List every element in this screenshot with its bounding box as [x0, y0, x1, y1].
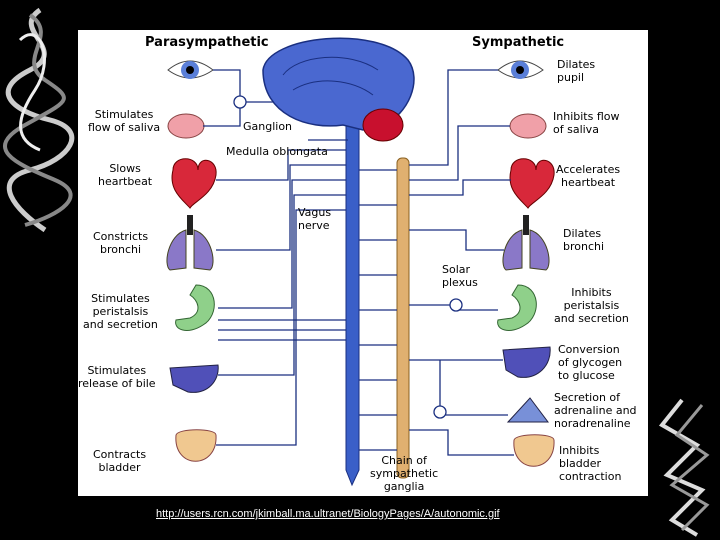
bladder-icon-left: [175, 429, 217, 462]
right-effect-pupil: Dilates pupil: [557, 58, 596, 84]
heart-icon-left: [171, 158, 217, 209]
medulla-oblongata-label: Medulla oblongata: [226, 145, 328, 158]
parasympathetic-nerves: [203, 69, 348, 446]
right-effect-bladder: Inhibits bladder contraction: [559, 444, 622, 483]
stomach-icon-right: [497, 284, 537, 331]
source-url-link[interactable]: http://users.rcn.com/jkimball.ma.ultrane…: [156, 508, 500, 520]
left-effect-bile: Stimulates release of bile: [78, 364, 156, 390]
right-effect-heartbeat: Accelerates heartbeat: [556, 163, 621, 189]
lungs-icon-right: [502, 215, 550, 271]
spinal-cord-icon: [345, 119, 360, 487]
sympathetic-chain-icon: [396, 157, 410, 479]
right-effect-adrenaline: Secretion of adrenaline and noradrenalin…: [554, 391, 637, 430]
liver-icon-right: [502, 346, 551, 378]
right-effect-glycogen: Conversion of glycogen to glucose: [558, 343, 623, 382]
left-effect-saliva: Stimulates flow of saliva: [88, 108, 161, 134]
dna-decoration-left: [3, 7, 75, 233]
left-effect-heartbeat: Slows heartbeat: [98, 162, 153, 188]
eye-icon-right: [497, 60, 544, 79]
bladder-icon-right: [513, 434, 555, 467]
parasympathetic-header: Parasympathetic: [145, 35, 269, 50]
sympathetic-header: Sympathetic: [472, 35, 565, 50]
lungs-icon-left: [166, 215, 214, 271]
eye-icon-left: [167, 60, 214, 79]
right-effect-peristalsis: Inhibits peristalsis and secretion: [554, 286, 629, 325]
adrenal-gland-icon: [506, 397, 549, 423]
heart-icon-right: [509, 158, 555, 209]
right-effect-saliva: Inhibits flow of saliva: [553, 110, 620, 136]
autonomic-nervous-system-diagram: Parasympathetic Sympathetic Ganglion Med…: [78, 30, 648, 496]
stomach-icon-left: [175, 284, 215, 331]
brain-icon: [262, 37, 415, 142]
dna-decoration-right: [658, 398, 710, 537]
diagram-graphics: [166, 37, 555, 487]
left-effect-bronchi: Constricts bronchi: [93, 230, 149, 256]
left-effect-peristalsis: Stimulates peristalsis and secretion: [83, 292, 158, 331]
solar-plexus-label: Solar plexus: [442, 263, 478, 289]
ganglion-label: Ganglion: [243, 120, 293, 133]
sympathetic-nerves: [359, 69, 514, 456]
salivary-gland-icon-left: [167, 113, 205, 139]
left-effect-bladder: Contracts bladder: [93, 448, 147, 474]
salivary-gland-icon-right: [509, 113, 547, 139]
right-effect-bronchi: Dilates bronchi: [563, 227, 605, 253]
sympathetic-chain-label: Chain of sympathetic ganglia: [370, 454, 439, 493]
liver-icon-left: [169, 364, 219, 393]
vagus-nerve-label: Vagus nerve: [298, 206, 332, 232]
